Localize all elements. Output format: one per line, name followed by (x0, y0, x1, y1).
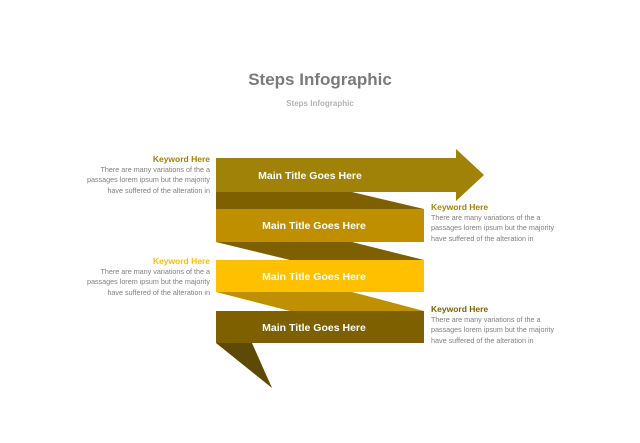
note-keyword: Keyword Here (152, 154, 210, 164)
note-text: There are many variations of the a passa… (86, 267, 210, 297)
note-step-3: Keyword Here There are many variations o… (80, 255, 210, 298)
step-band-1 (216, 149, 484, 201)
ribbon-tail (216, 343, 272, 388)
page-title: Steps Infographic (248, 70, 392, 89)
note-text: There are many variations of the a passa… (431, 315, 555, 345)
step-band-4 (216, 311, 424, 343)
fold-3-4 (216, 292, 424, 311)
step-title-3: Main Title Goes Here (262, 271, 366, 283)
note-keyword: Keyword Here (431, 304, 489, 314)
step-title-2: Main Title Goes Here (262, 220, 366, 232)
note-step-4: Keyword Here There are many variations o… (431, 303, 561, 346)
note-keyword: Keyword Here (431, 202, 489, 212)
note-keyword: Keyword Here (152, 256, 210, 266)
step-title-4: Main Title Goes Here (262, 322, 366, 334)
note-step-1: Keyword Here There are many variations o… (80, 153, 210, 196)
page-subtitle: Steps Infographic (286, 99, 354, 108)
step-title-1: Main Title Goes Here (258, 170, 362, 182)
note-step-2: Keyword Here There are many variations o… (431, 201, 561, 244)
note-text: There are many variations of the a passa… (431, 213, 555, 243)
note-text: There are many variations of the a passa… (86, 165, 210, 195)
step-band-3 (216, 260, 424, 292)
step-band-2 (216, 209, 424, 242)
fold-2-3 (216, 242, 424, 260)
